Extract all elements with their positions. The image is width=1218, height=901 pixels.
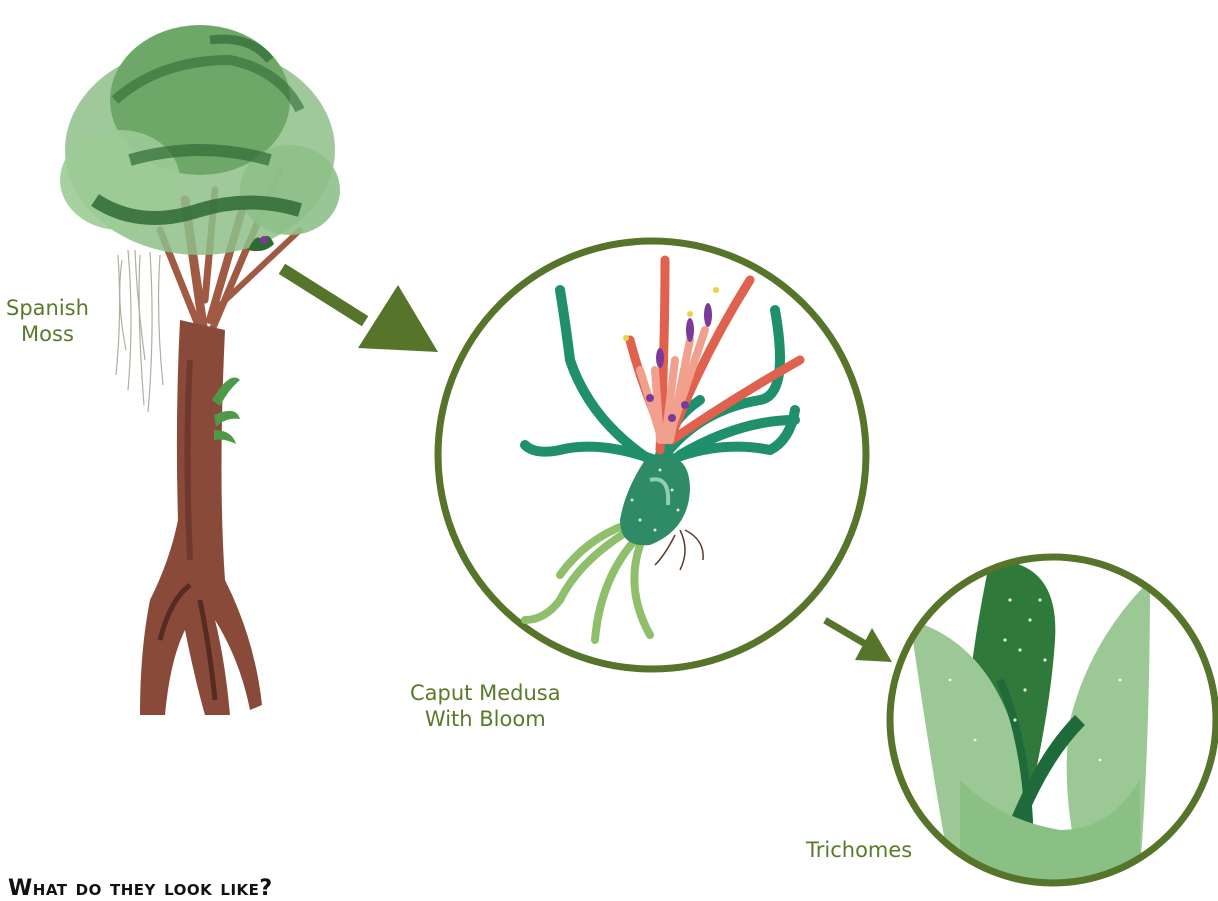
label-spanish-moss-line1: Spanish bbox=[6, 295, 89, 321]
arrow-right-down-icon bbox=[828, 622, 892, 662]
tree-trunk bbox=[140, 320, 262, 715]
label-spanish-moss: Spanish Moss bbox=[6, 295, 89, 347]
label-caput-medusa-line1: Caput Medusa bbox=[410, 680, 561, 706]
caput-medusa-plant bbox=[438, 241, 866, 669]
label-spanish-moss-line2: Moss bbox=[6, 321, 89, 347]
label-trichomes: Trichomes bbox=[806, 837, 912, 863]
tree-canopy bbox=[60, 25, 340, 255]
arrow-right-down-icon bbox=[287, 272, 438, 352]
label-caput-medusa: Caput Medusa With Bloom bbox=[410, 680, 561, 732]
leaf-closeup bbox=[890, 557, 1216, 883]
section-heading: What do they look like? bbox=[8, 876, 273, 901]
tree-illustration bbox=[60, 25, 340, 715]
spanish-moss-strands bbox=[116, 250, 163, 412]
label-caput-medusa-line2: With Bloom bbox=[410, 706, 561, 732]
